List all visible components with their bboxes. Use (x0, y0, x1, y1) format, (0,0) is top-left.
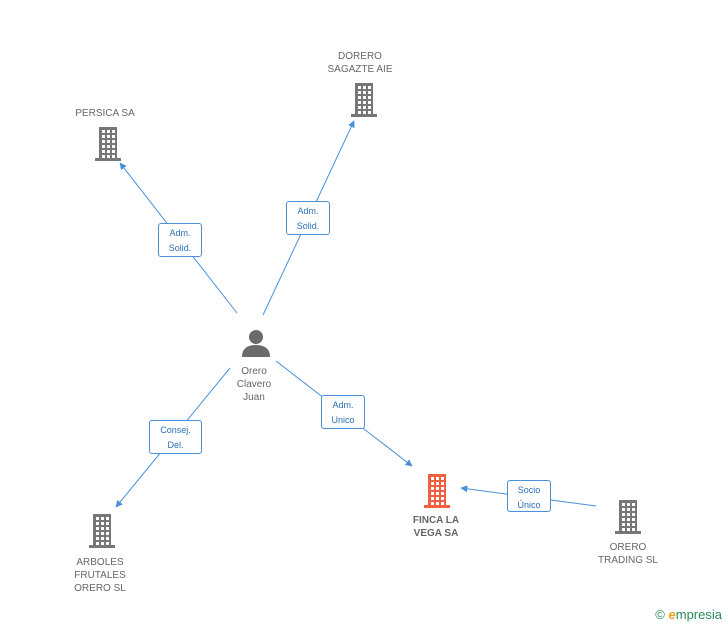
node-label-line: PERSICA SA (75, 108, 135, 119)
node-label-line: VEGA SA (413, 528, 459, 539)
edge-label-line: Unico (331, 415, 355, 425)
node-label-arboles[interactable]: ARBOLES FRUTALES ORERO SL (40, 556, 160, 595)
node-label-orero_trading[interactable]: ORERO TRADING SL (568, 541, 688, 567)
person-icon[interactable] (242, 330, 270, 357)
edge-label-line: Del. (167, 440, 184, 450)
edge-label-line: Consej. (160, 425, 191, 435)
node-label-finca[interactable]: FINCA LA VEGA SA (376, 514, 496, 540)
node-label-dorero[interactable]: DORERO SAGAZTE AIE (300, 50, 420, 76)
edge-label-line: Adm. (332, 400, 354, 410)
edge-label-orero_person-to-persica[interactable]: Adm. Solid. (158, 223, 202, 257)
node-label-line: FINCA LA (412, 515, 460, 526)
empresia-logo: © empresia (655, 607, 722, 622)
node-label-line: Clavero (236, 379, 272, 390)
node-label-line: ORERO SL (74, 583, 126, 594)
edge-label-line: Solid. (296, 221, 320, 231)
node-label-line: DORERO (338, 51, 382, 62)
edge-label-orero_person-to-dorero[interactable]: Adm. Solid. (286, 201, 330, 235)
brand-name: mpresia (675, 607, 722, 622)
building-icon[interactable] (424, 474, 450, 508)
edge-label-orero_person-to-finca[interactable]: Adm. Unico (321, 395, 365, 429)
node-label-line: ORERO (609, 542, 647, 553)
edge-label-line: Único (517, 500, 541, 510)
node-label-persica[interactable]: PERSICA SA (45, 107, 165, 120)
node-label-line: SAGAZTE AIE (327, 64, 393, 75)
edge-label-line: Adm. (169, 228, 191, 238)
building-icon[interactable] (95, 127, 121, 161)
node-label-line: Orero (241, 366, 267, 377)
copyright-symbol: © (655, 607, 665, 622)
node-label-line: FRUTALES (74, 570, 126, 581)
node-label-line: TRADING SL (597, 555, 658, 566)
building-icon[interactable] (615, 500, 641, 534)
node-label-line: ARBOLES (76, 557, 124, 568)
edge-label-line: Solid. (168, 243, 192, 253)
node-label-line: Juan (243, 392, 265, 403)
building-icon[interactable] (89, 514, 115, 548)
edge-label-line: Socio (517, 485, 541, 495)
edge-label-orero_person-to-arboles[interactable]: Consej. Del. (149, 420, 202, 454)
brand-e: e (668, 607, 676, 622)
edge-label-line: Adm. (297, 206, 319, 216)
building-icon[interactable] (351, 83, 377, 117)
